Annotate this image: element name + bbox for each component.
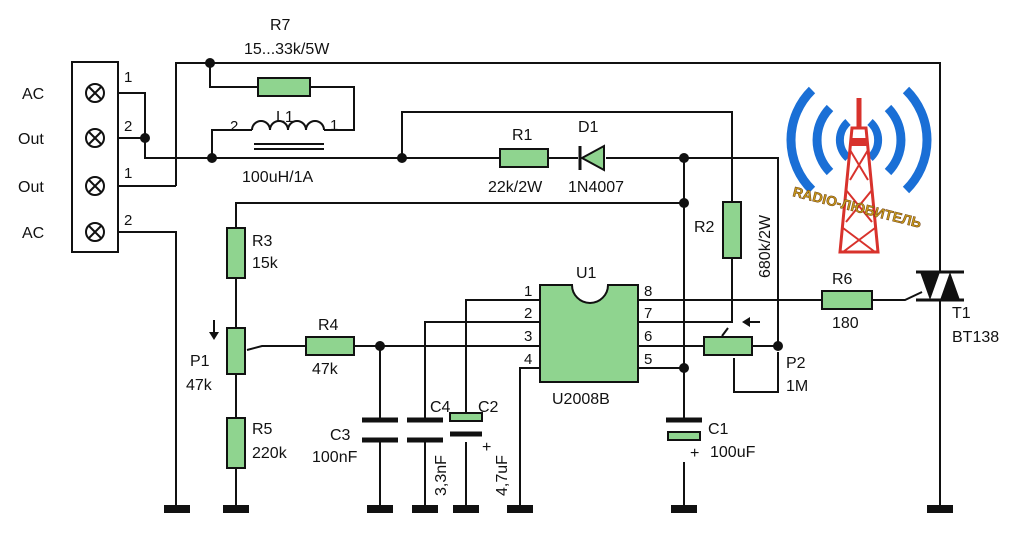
u1-pin-5: 5 [644, 351, 652, 368]
r4-name: R4 [318, 317, 339, 334]
potentiometer-p2: P2 1M [703, 317, 808, 395]
c4-value: 3,3nF [433, 455, 450, 496]
inductor-l1: L1 2 1 100uH/1A [230, 109, 338, 186]
p1-value: 47k [186, 377, 213, 394]
logo-text: RADIO-ЛЮБИТЕЛЬ [791, 183, 923, 230]
r5-name: R5 [252, 421, 273, 438]
c2-plus: + [482, 439, 491, 456]
ground-symbols [164, 505, 953, 513]
junction-dots [140, 58, 783, 373]
ground-symbol [671, 505, 697, 513]
terminal-label-out-1: Out [18, 131, 44, 148]
u1-part: U2008B [552, 391, 610, 408]
terminal-block: AC Out Out AC 1 2 1 2 [18, 61, 132, 253]
d1-name: D1 [578, 119, 599, 136]
terminal-pin-1: 1 [124, 69, 132, 86]
r7-name: R7 [270, 17, 291, 34]
r5-value: 220k [252, 445, 288, 462]
r3-value: 15k [252, 255, 279, 272]
p1-name: P1 [190, 353, 210, 370]
resistor-r2: R2 680k/2W [694, 201, 774, 278]
capacitor-c4: C4 3,3nF [407, 399, 451, 496]
u1-pin-7: 7 [644, 305, 652, 322]
ground-symbol [223, 505, 249, 513]
u1-pin-4: 4 [524, 351, 532, 368]
resistor-r3: R3 15k [226, 227, 279, 279]
r6-value: 180 [832, 315, 859, 332]
c3-name: C3 [330, 427, 351, 444]
terminal-pin-3: 1 [124, 165, 132, 182]
c3-value: 100nF [312, 449, 358, 466]
r6-name: R6 [832, 271, 853, 288]
screw-terminal-4 [85, 222, 105, 242]
u1-pin-2: 2 [524, 305, 532, 322]
c1-plus: + [690, 445, 699, 462]
r4-value: 47k [312, 361, 339, 378]
resistor-r5: R5 220k [226, 417, 288, 469]
ground-symbol [367, 505, 393, 513]
l1-pin-right: 1 [330, 117, 338, 134]
resistor-r1: R1 22k/2W [488, 127, 549, 196]
terminal-pin-2: 2 [124, 118, 132, 135]
capacitor-c3: C3 100nF [312, 417, 398, 466]
p2-name: P2 [786, 355, 806, 372]
arrow-down-icon [209, 332, 219, 340]
c1-name: C1 [708, 421, 729, 438]
triac-t1: T1 BT138 [916, 270, 999, 346]
r7-value: 15...33k/5W [244, 41, 330, 58]
capacitor-c1: C1 + 100uF [666, 417, 756, 462]
r2-name: R2 [694, 219, 715, 236]
d1-value: 1N4007 [568, 179, 624, 196]
u1-pin-1: 1 [524, 283, 532, 300]
l1-name: L1 [276, 109, 294, 126]
l1-pin-left: 2 [230, 118, 238, 135]
capacitor-c2: C2 + 4,7uF [449, 399, 511, 496]
screw-terminal-1 [85, 83, 105, 103]
t1-part: BT138 [952, 329, 999, 346]
screw-terminal-3 [85, 176, 105, 196]
t1-name: T1 [952, 305, 971, 322]
u1-pin-8: 8 [644, 283, 652, 300]
potentiometer-p1: P1 47k [186, 320, 246, 394]
arrow-left-icon [742, 317, 750, 327]
screw-terminal-2 [85, 128, 105, 148]
ground-symbol [507, 505, 533, 513]
diode-d1: D1 1N4007 [568, 119, 624, 196]
c2-value: 4,7uF [494, 455, 511, 496]
u1-pin-6: 6 [644, 328, 652, 345]
resistor-r6: R6 180 [821, 271, 873, 332]
ground-symbol [453, 505, 479, 513]
ground-symbol [927, 505, 953, 513]
r2-value: 680k/2W [757, 214, 774, 278]
terminal-label-ac-1: AC [22, 86, 44, 103]
c2-name: C2 [478, 399, 499, 416]
radio-tower-icon: RADIO-ЛЮБИТЕЛЬ [786, 86, 932, 254]
u1-name: U1 [576, 265, 597, 282]
ground-symbol [412, 505, 438, 513]
r3-name: R3 [252, 233, 273, 250]
r1-name: R1 [512, 127, 533, 144]
terminal-label-ac-2: AC [22, 225, 44, 242]
c1-value: 100uF [710, 444, 756, 461]
resistor-r4: R4 47k [305, 317, 355, 378]
u1-pin-3: 3 [524, 328, 532, 345]
p2-value: 1M [786, 378, 808, 395]
ground-symbol [164, 505, 190, 513]
l1-value: 100uH/1A [242, 169, 313, 186]
r1-value: 22k/2W [488, 179, 543, 196]
ic-u1: U1 U2008B 1 2 3 4 8 7 6 5 [524, 265, 652, 408]
terminal-pin-4: 2 [124, 212, 132, 229]
c4-name: C4 [430, 399, 451, 416]
terminal-label-out-2: Out [18, 179, 44, 196]
resistor-r7: R7 15...33k/5W [244, 17, 330, 97]
